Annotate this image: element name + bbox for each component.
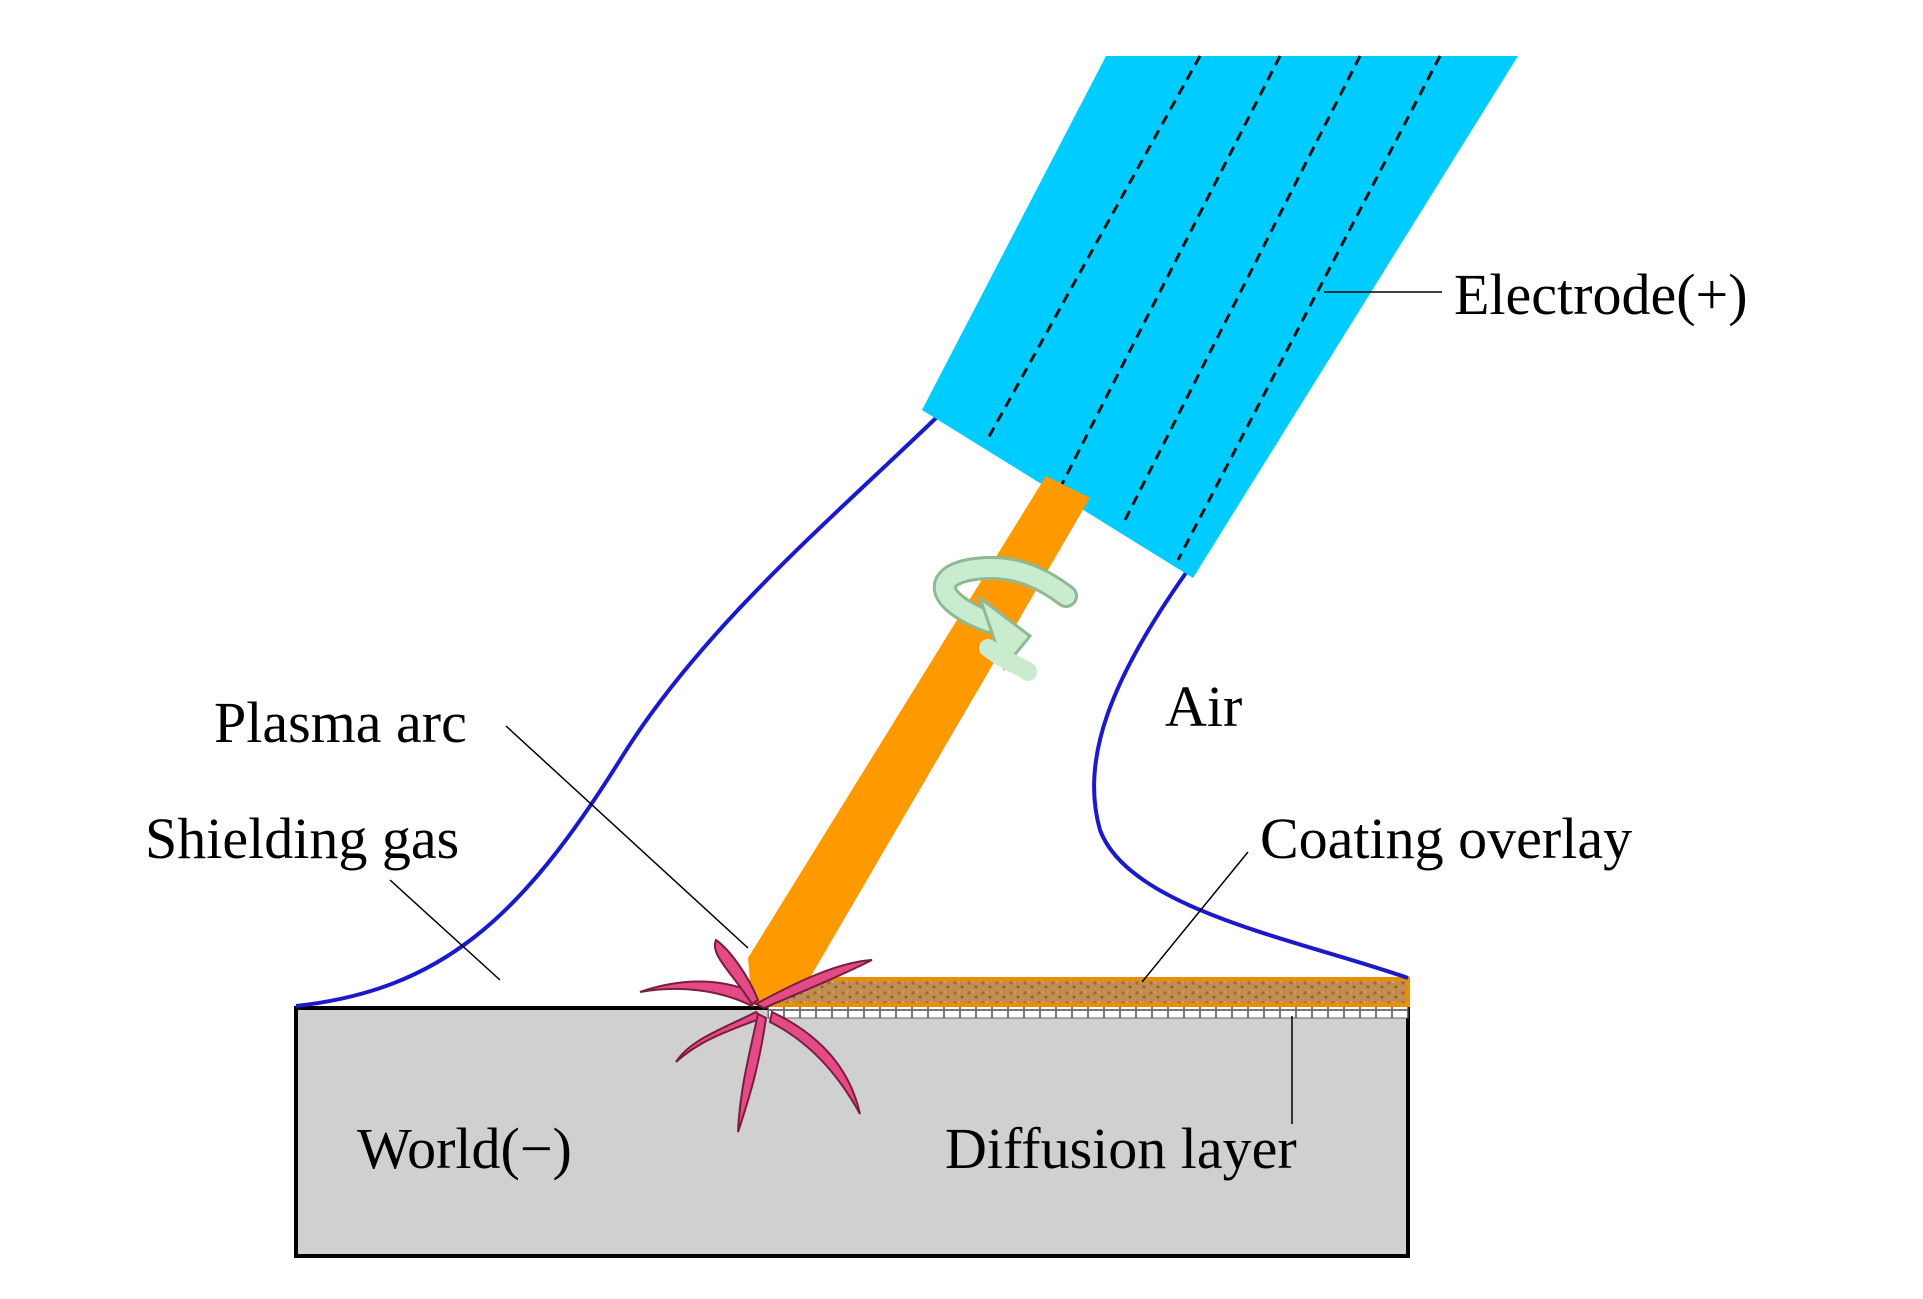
world-label: World(−) [357,1116,572,1181]
rotation-arrow-icon [932,555,1078,681]
leader-shielding-gas [389,879,501,981]
workpiece-block [294,1006,1410,1258]
air-label: Air [1165,674,1242,739]
plasma-arc-label: Plasma arc [214,690,467,755]
electrode-internal-lines [984,55,1442,561]
leader-coating-overlay [1141,851,1249,983]
electrode-holder [922,56,1518,578]
coating-overlay-band [766,977,1410,1007]
leader-plasma-arc [505,725,749,949]
plasma-arc-sparks [639,938,873,1133]
shielding-gas-label: Shielding gas [145,806,459,871]
electrode-label: Electrode(+) [1454,262,1748,327]
electrode-rod [748,476,1090,1006]
coating-overlay-label: Coating overlay [1260,806,1632,871]
shielding-gas-left-boundary [295,416,938,1008]
leader-lines [389,291,1442,1124]
shielding-gas-right-boundary [1092,568,1409,980]
diffusion-layer-label: Diffusion layer [945,1116,1297,1181]
